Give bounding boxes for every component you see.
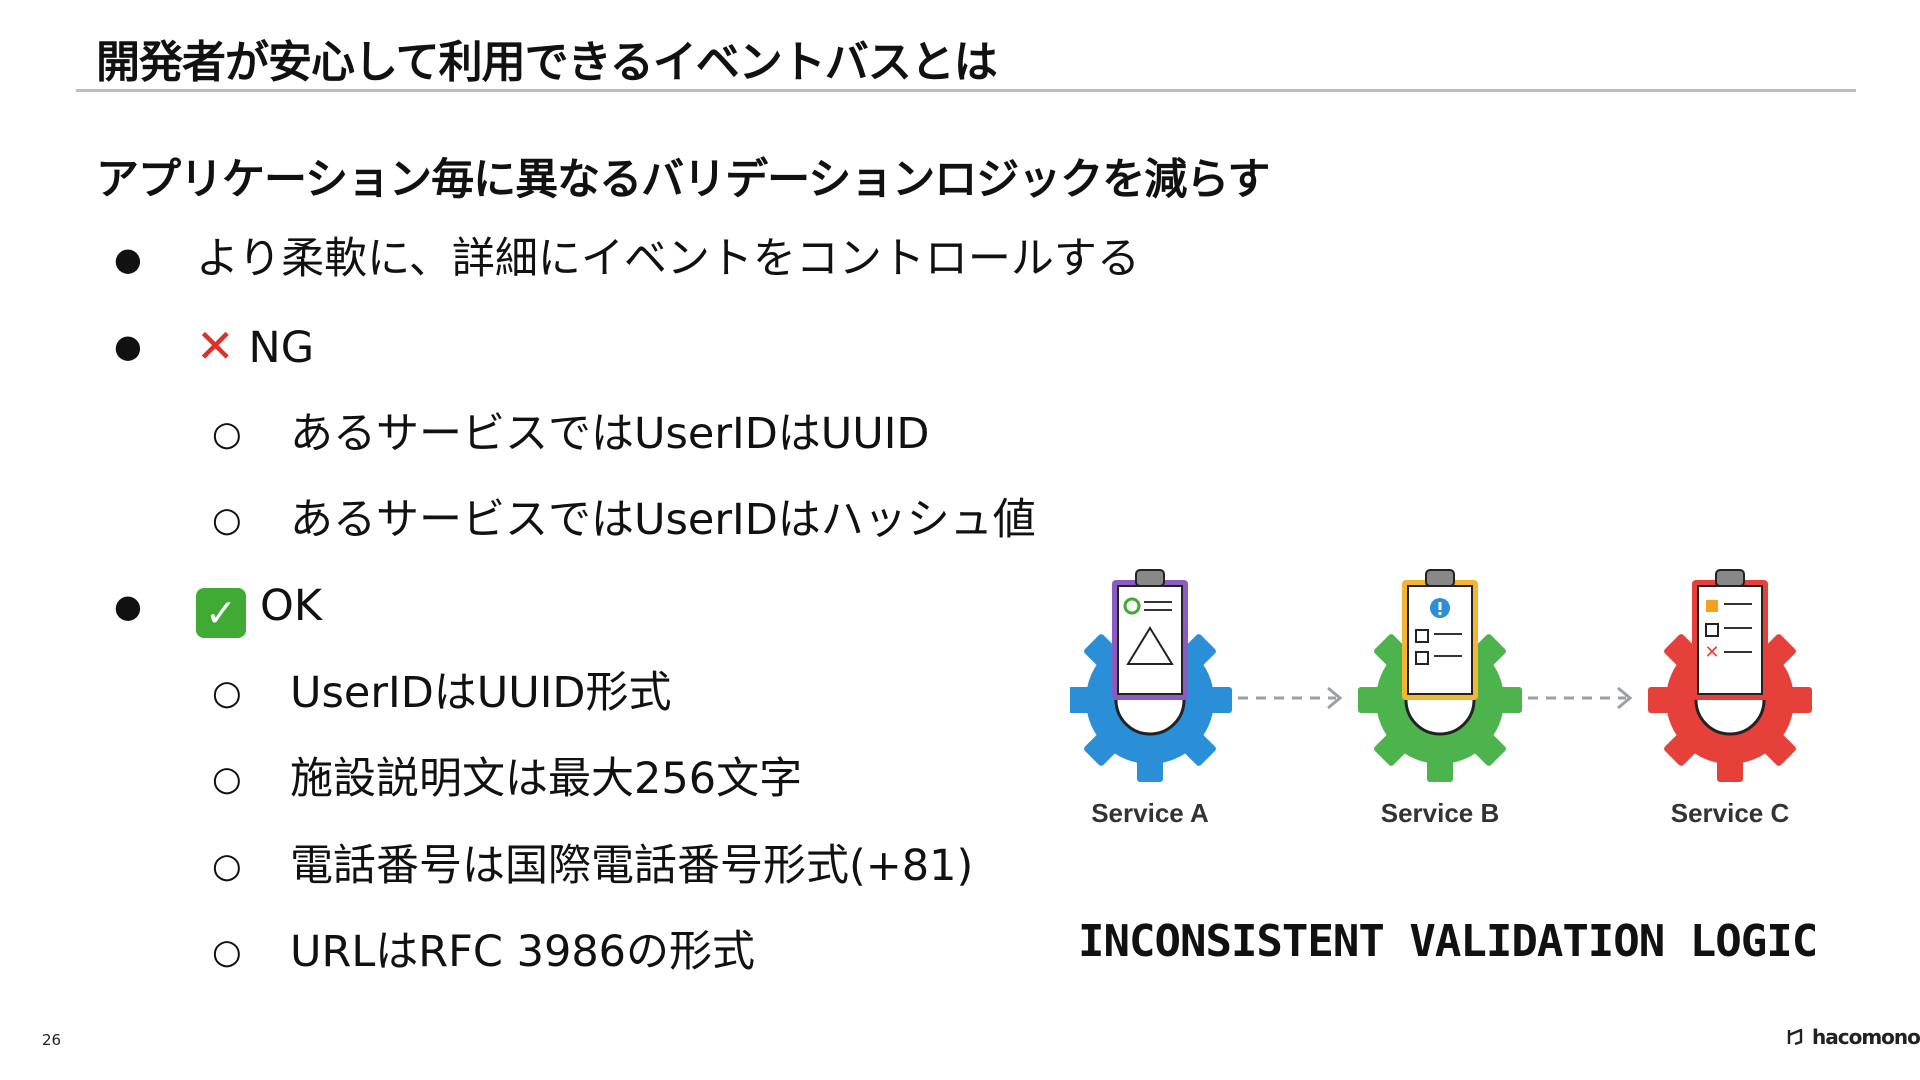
sub-bullet-circle: ○ (212, 500, 242, 540)
bullet-flexible-control: ● より柔軟に、詳細にイベントをコントロールする (114, 233, 1140, 285)
sub-bullet-ok-url: ○ URLはRFC 3986の形式 (212, 926, 756, 978)
sub-bullet-circle: ○ (212, 932, 242, 972)
bullet-text: NG (248, 323, 315, 373)
sub-bullet-text: URLはRFC 3986の形式 (290, 927, 756, 977)
sub-bullet-circle: ○ (212, 846, 242, 886)
sub-bullet-ng-hash: ○ あるサービスではUserIDはハッシュ値 (212, 494, 1036, 546)
brand-logo: hacomono (1786, 1025, 1920, 1049)
sub-bullet-text: あるサービスではUserIDはハッシュ値 (290, 495, 1036, 545)
service-b-label: Service B (1381, 798, 1500, 828)
sub-bullet-ng-uuid: ○ あるサービスではUserIDはUUID (212, 408, 930, 460)
arrow-a-to-b-head (1327, 686, 1343, 710)
brand-name: hacomono (1812, 1025, 1920, 1049)
check-mark-icon: ✓ (196, 588, 246, 638)
title-divider (76, 89, 1856, 92)
slide-subtitle: アプリケーション毎に異なるバリデーションロジックを減らす (96, 155, 1270, 205)
sub-bullet-text: あるサービスではUserIDはUUID (290, 409, 930, 459)
service-a-graphic (1070, 569, 1232, 782)
sub-bullet-circle: ○ (212, 673, 242, 713)
bullet-text: より柔軟に、詳細にイベントをコントロールする (196, 234, 1140, 284)
cross-mark-icon: ✕ (196, 319, 235, 373)
cross-icon: ✕ (1704, 642, 1719, 663)
service-b-graphic (1358, 569, 1522, 782)
hacomono-logo-icon (1787, 1028, 1803, 1046)
services-illustration: ✕ Service A Service B Service C (1070, 569, 1812, 828)
sub-bullet-ok-description: ○ 施設説明文は最大256文字 (212, 753, 803, 805)
arrow-b-to-c-head (1617, 686, 1633, 710)
sub-bullet-circle: ○ (212, 759, 242, 799)
bullet-dot: ● (114, 587, 142, 625)
service-c-graphic: ✕ (1648, 569, 1812, 782)
service-c-label: Service C (1671, 798, 1790, 828)
sub-bullet-text: 施設説明文は最大256文字 (290, 754, 803, 804)
illustration-caption: INCONSISTENT VALIDATION LOGIC (1078, 916, 1818, 967)
sub-bullet-ok-phone: ○ 電話番号は国際電話番号形式(+81) (212, 840, 974, 892)
sub-bullet-text: UserIDはUUID形式 (290, 668, 672, 718)
bullet-ng: ● ✕ NG (114, 319, 315, 374)
bullet-dot: ● (114, 327, 142, 365)
bullet-text: OK (260, 581, 323, 631)
page-number: 26 (42, 1031, 62, 1049)
sub-bullet-ok-uuid: ○ UserIDはUUID形式 (212, 667, 672, 719)
service-a-label: Service A (1091, 798, 1209, 828)
sub-bullet-text: 電話番号は国際電話番号形式(+81) (290, 841, 974, 891)
bullet-dot: ● (114, 240, 142, 278)
slide-title: 開発者が安心して利用できるイベントバスとは (96, 37, 998, 88)
bullet-ok: ● ✓ OK (114, 580, 323, 638)
sub-bullet-circle: ○ (212, 414, 242, 454)
